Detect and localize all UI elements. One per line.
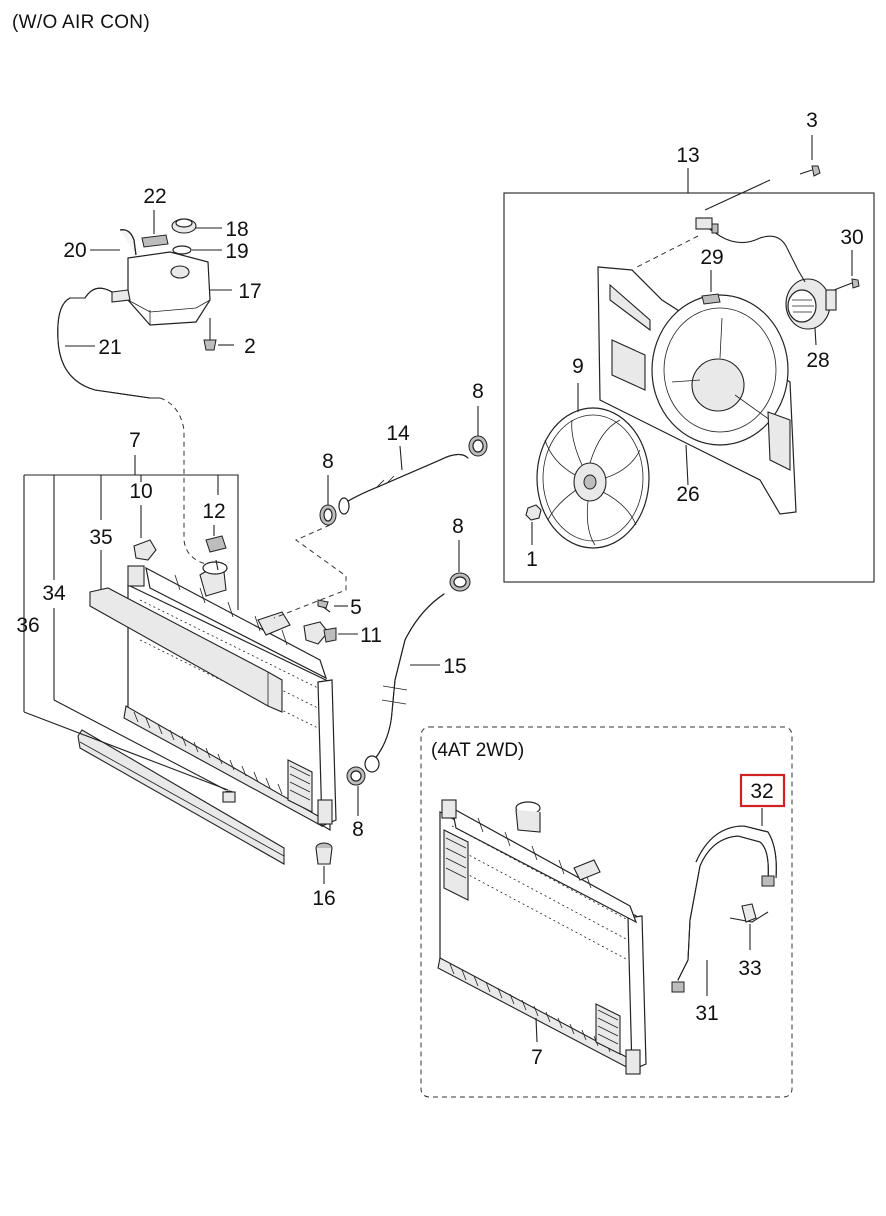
bracket-bolt[interactable]: [317, 599, 348, 613]
callout-13: 13: [676, 144, 699, 167]
callout-28: 28: [806, 349, 829, 372]
fan-motor[interactable]: [785, 278, 837, 346]
callout-1: 1: [526, 548, 538, 571]
radiator-outlet-pipe: [257, 611, 291, 636]
callout-12: 12: [202, 500, 225, 523]
variant-inset-box: [420, 726, 793, 1098]
callout-21: 21: [98, 336, 121, 359]
part-32-highlight: [739, 773, 786, 808]
callout-2: 2: [244, 335, 256, 358]
callout-17: 17: [238, 280, 261, 303]
callout-33: 33: [738, 957, 761, 980]
callout-8-upper-left: 8: [322, 450, 334, 473]
reservoir-gasket[interactable]: [172, 245, 222, 255]
callout-8-lower-bottom: 8: [352, 818, 364, 841]
cooling-fan[interactable]: [536, 383, 650, 549]
callout-16: 16: [312, 887, 335, 910]
hose-clamp-lower-top[interactable]: [449, 540, 471, 592]
radiator-cap[interactable]: [205, 525, 227, 553]
callout-20: 20: [63, 239, 86, 262]
reservoir-bolt[interactable]: [203, 318, 234, 351]
reservoir-tank[interactable]: [111, 251, 232, 326]
callout-labels: 3 13 30 29 28 9 26 1 22 18 20 19 17 21 2…: [16, 109, 863, 1069]
inset-radiator[interactable]: [437, 799, 647, 1075]
callout-26: 26: [676, 483, 699, 506]
callout-3: 3: [806, 109, 818, 132]
radiator-upper-tank: [145, 566, 328, 680]
overflow-hose-small[interactable]: [90, 229, 137, 256]
callout-29: 29: [700, 246, 723, 269]
reservoir-cap[interactable]: [171, 218, 222, 234]
callout-8-upper-right: 8: [472, 380, 484, 403]
callout-10: 10: [129, 480, 152, 503]
callout-36: 36: [16, 614, 39, 637]
radiator-insulator[interactable]: [315, 842, 333, 884]
callout-34: 34: [42, 582, 66, 605]
air-guard-lower[interactable]: [77, 729, 285, 865]
callout-7: 7: [129, 429, 141, 452]
fan-nut[interactable]: [525, 504, 542, 545]
callout-9: 9: [572, 355, 584, 378]
callout-32: 32: [750, 780, 773, 803]
caution-label: [634, 235, 721, 305]
variant-label: (4AT 2WD): [431, 740, 524, 761]
hose-clamp-upper-left[interactable]: [319, 475, 337, 526]
radiator-mount-lower: [222, 790, 236, 803]
radiator-filler-neck: [199, 561, 228, 597]
callout-15: 15: [443, 655, 466, 678]
upper-hose-route: [273, 524, 347, 619]
callout-14: 14: [386, 422, 410, 445]
overflow-hose[interactable]: [57, 287, 160, 399]
overflow-route: [159, 397, 211, 566]
hose-clamp-lower-bottom[interactable]: [346, 766, 366, 816]
page-title: (W/O AIR CON): [12, 12, 150, 33]
oil-cooler-hose[interactable]: [671, 808, 777, 996]
callout-5: 5: [350, 596, 362, 619]
cap-link: [215, 559, 219, 571]
callout-8-lower-top: 8: [452, 515, 464, 538]
callout-7-inset: 7: [531, 1046, 543, 1069]
shroud-bolt[interactable]: [799, 135, 821, 177]
lower-hose[interactable]: [364, 593, 445, 773]
motor-screw[interactable]: [833, 250, 860, 291]
hose-clamp-upper-right[interactable]: [468, 406, 488, 457]
callout-30: 30: [840, 226, 863, 249]
callout-22: 22: [143, 185, 166, 208]
callout-11: 11: [360, 624, 382, 647]
leader-lines-radiator-group: [23, 455, 239, 791]
radiator-bracket-upper[interactable]: [133, 505, 157, 561]
upper-hose[interactable]: [338, 445, 469, 515]
fan-shroud[interactable]: [597, 266, 797, 515]
hose-clip[interactable]: [729, 903, 769, 950]
callout-19: 19: [225, 240, 248, 263]
callout-31: 31: [695, 1002, 718, 1025]
callout-35: 35: [89, 526, 112, 549]
radiator-bracket[interactable]: [303, 621, 358, 645]
fan-assembly-box: [503, 168, 875, 583]
air-guard-upper[interactable]: [89, 587, 283, 713]
callout-18: 18: [225, 218, 248, 241]
motor-wire-harness: [695, 179, 806, 283]
reservoir-label: [141, 210, 169, 248]
